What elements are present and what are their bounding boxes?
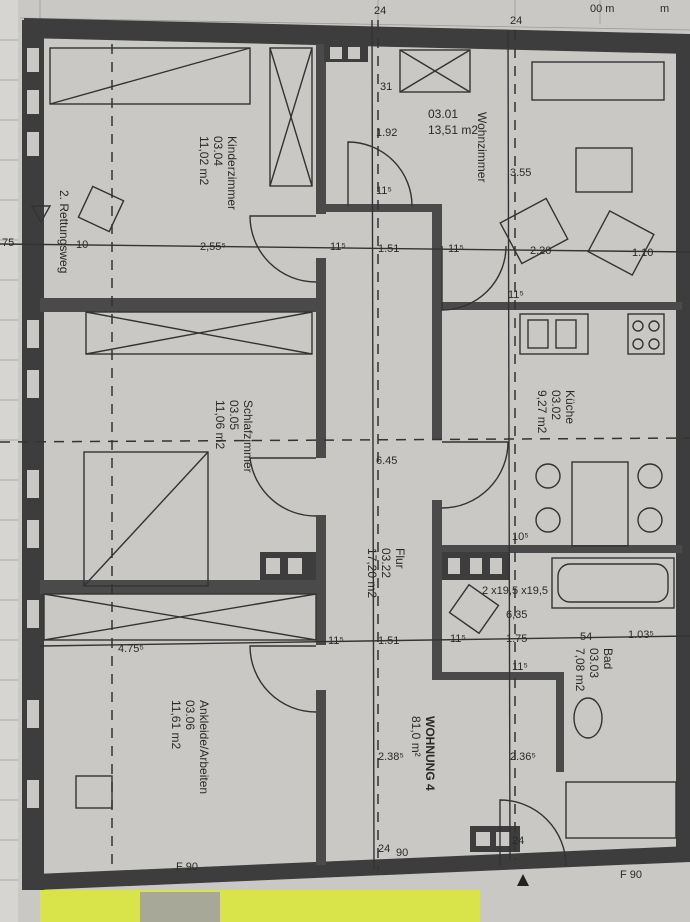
left-ruler-grid	[0, 39, 18, 881]
room-area-kueche: 9,27 m2	[535, 390, 549, 434]
apartment-label: WOHNUNG 4	[423, 716, 437, 791]
room-name-schlafzimmer: Schlafzimmer	[241, 400, 255, 473]
axis-lines	[0, 20, 690, 870]
dim-label: 3.55	[510, 167, 531, 179]
dim-label: 11⁵	[512, 661, 528, 673]
stair-block	[140, 892, 220, 922]
dim-label: 1.10	[632, 247, 653, 259]
room-name-kueche: Küche	[563, 390, 577, 424]
room-number-bad: 03.03	[587, 648, 601, 678]
room-name-kinderzimmer: Kinderzimmer	[225, 136, 239, 210]
dim-label: 1.51	[378, 243, 399, 255]
room-number-kueche: 03.02	[549, 390, 563, 420]
fire-door-marker	[517, 874, 529, 886]
room-area-ankleide: 11,61 m2	[169, 700, 183, 749]
room-number-ankleide: 03.06	[183, 700, 197, 730]
room-number-kinderzimmer: 03.04	[211, 136, 225, 166]
dim-label: 4.75⁵	[118, 643, 144, 655]
dim-label: 24	[512, 835, 524, 847]
room-area-kinderzimmer: 11,02 m2	[197, 136, 211, 185]
dim-label: 54	[580, 631, 592, 643]
room-area-flur: 17,20 m2	[365, 548, 379, 598]
dim-label: 6.45	[376, 455, 397, 467]
room-area-bad: 7,08 m2	[573, 648, 587, 692]
dim-label: 2.20	[530, 245, 551, 257]
dim-label: 6,35	[506, 609, 527, 621]
dim-label: 24	[510, 15, 522, 27]
dim-label: 11⁵	[448, 243, 464, 255]
dim-label: 11⁵	[450, 633, 466, 645]
dim-label: 11⁵	[330, 241, 346, 253]
highlight-strip	[40, 890, 480, 922]
dim-label: m	[660, 3, 669, 15]
dim-label: 10	[76, 239, 88, 251]
dim-label: 11⁵	[508, 289, 524, 301]
left-margin-strip	[0, 0, 18, 922]
dim-label: 2 x19,5 x19,5	[482, 585, 548, 597]
outer-walls	[22, 18, 690, 890]
dim-label: 1.03⁵	[628, 629, 654, 641]
room-area-wohnzimmer: 13,51 m2	[428, 123, 478, 137]
dim-label: 10⁵	[512, 531, 529, 543]
room-number-schlafzimmer: 03.05	[227, 400, 241, 430]
furniture	[30, 47, 677, 839]
dim-label: 11⁵	[328, 635, 344, 647]
dim-label: 31	[380, 81, 392, 93]
doors	[249, 141, 567, 867]
room-name-bad: Bad	[601, 648, 615, 669]
dimension-labels: 24 24 m 00 m 31 1.92 11⁵ 3.55 75 10 2,55…	[2, 3, 669, 881]
room-name-flur: Flur	[393, 548, 407, 569]
dim-label: 75	[2, 237, 14, 249]
top-ruler	[19, 0, 690, 31]
dim-label: F 90	[620, 869, 642, 881]
dim-label: 00 m	[590, 3, 614, 15]
room-number-flur: 03.22	[379, 548, 393, 578]
room-number-wohnzimmer: 03.01	[428, 107, 458, 121]
shafts	[260, 44, 520, 852]
dim-label: F 90	[176, 861, 198, 873]
dim-label: 2,55⁵	[200, 241, 226, 253]
dim-label: 90	[396, 847, 408, 859]
dim-label: 11⁵	[376, 185, 392, 197]
room-area-schlafzimmer: 11,06 m2	[213, 400, 227, 449]
dimension-lines	[0, 19, 690, 871]
dim-label: 1.51	[378, 635, 399, 647]
dim-label: 24	[374, 5, 386, 17]
room-name-wohnzimmer: Wohnzimmer	[475, 112, 489, 182]
escape-route-label: 2. Rettungsweg	[57, 190, 71, 273]
apartment-area: 81,0 m²	[409, 716, 423, 757]
room-name-ankleide: Ankleide/Arbeiten	[197, 700, 211, 794]
dim-label: 2.38⁵	[378, 751, 404, 763]
dim-label: 1.75	[506, 633, 527, 645]
dim-label: 2.36⁵	[510, 751, 536, 763]
room-labels: Wohnzimmer 03.01 13,51 m2 Küche 03.02 9,…	[57, 107, 615, 794]
dim-label: 24	[378, 843, 390, 855]
dim-label: 1.92	[376, 127, 397, 139]
